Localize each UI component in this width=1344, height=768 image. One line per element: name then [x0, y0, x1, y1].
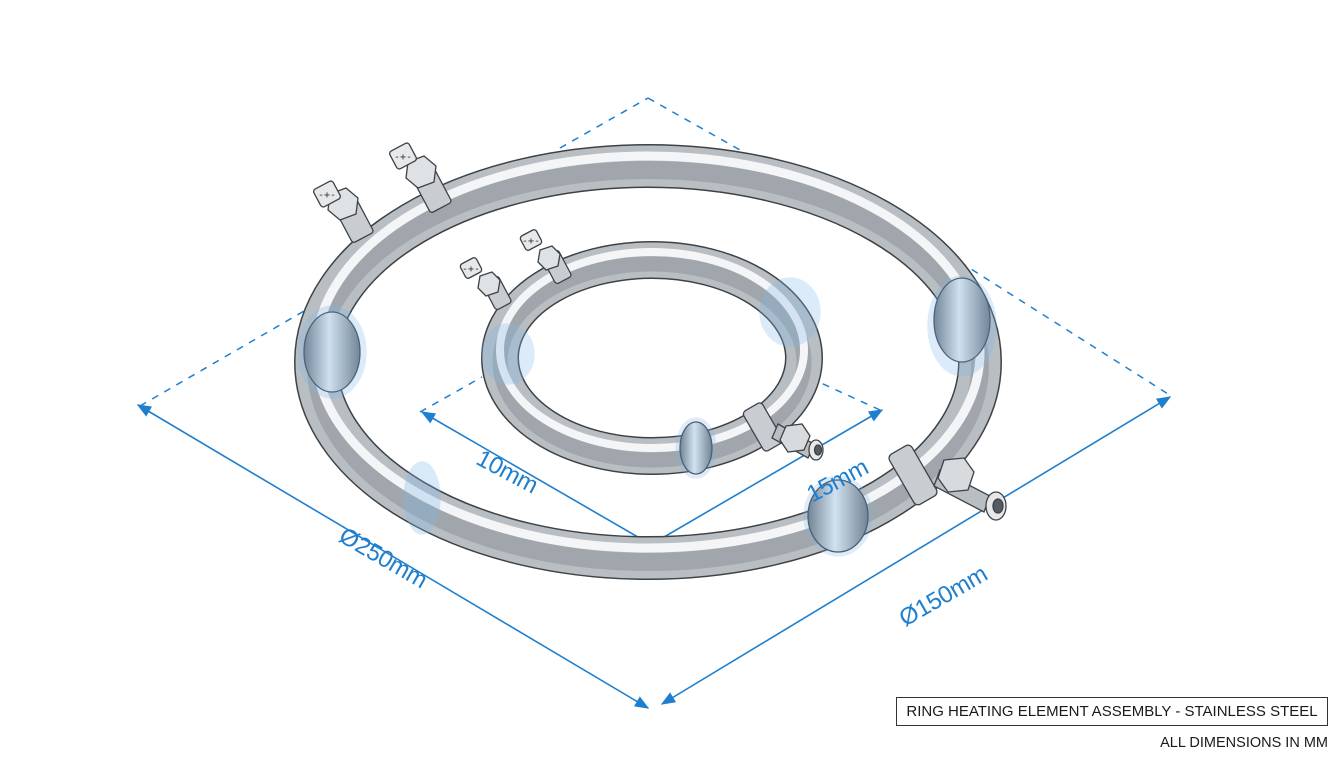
- terminal-mark-4: -+-: [522, 236, 540, 247]
- coupling-joints: [297, 275, 997, 557]
- units-note: ALL DIMENSIONS IN MM: [1160, 735, 1328, 751]
- terminal-posts: [313, 142, 572, 311]
- dimension-lines: [136, 396, 1172, 709]
- terminal-mark-3: -+-: [462, 264, 480, 275]
- joint-inner-right: [759, 277, 821, 347]
- terminal-mark-1: -+-: [318, 190, 336, 201]
- dim-line-10mm: [420, 411, 651, 545]
- inner-ring-tube: [481, 241, 823, 475]
- label-inner-diameter: Ø150mm: [895, 560, 992, 632]
- terminal-mark-2: -+-: [394, 152, 412, 163]
- tee-outer: [888, 444, 1007, 521]
- dim-line-15mm: [651, 409, 884, 545]
- joint-outer-front-right: [803, 475, 873, 557]
- terminal-marks: -+- -+- -+- -+-: [318, 152, 540, 275]
- title-block: RING HEATING ELEMENT ASSEMBLY - STAINLES…: [896, 697, 1328, 726]
- terminal-inner-2: [519, 229, 572, 285]
- joint-inner-front: [675, 417, 717, 479]
- joint-outer-left: [297, 305, 367, 399]
- joint-outer-right: [927, 275, 997, 377]
- terminal-outer-1: [313, 180, 374, 243]
- tee-fittings: [742, 402, 1007, 521]
- extension-lines: [139, 97, 1169, 413]
- terminal-outer-2: [389, 142, 452, 213]
- dim-line-outer: [136, 404, 650, 709]
- label-10mm: 10mm: [472, 445, 542, 500]
- tee-inner: [742, 402, 824, 461]
- terminal-inner-1: [459, 257, 512, 311]
- joint-outer-front-left: [403, 461, 441, 535]
- dim-line-inner: [660, 396, 1172, 705]
- joint-inner-left: [481, 323, 535, 385]
